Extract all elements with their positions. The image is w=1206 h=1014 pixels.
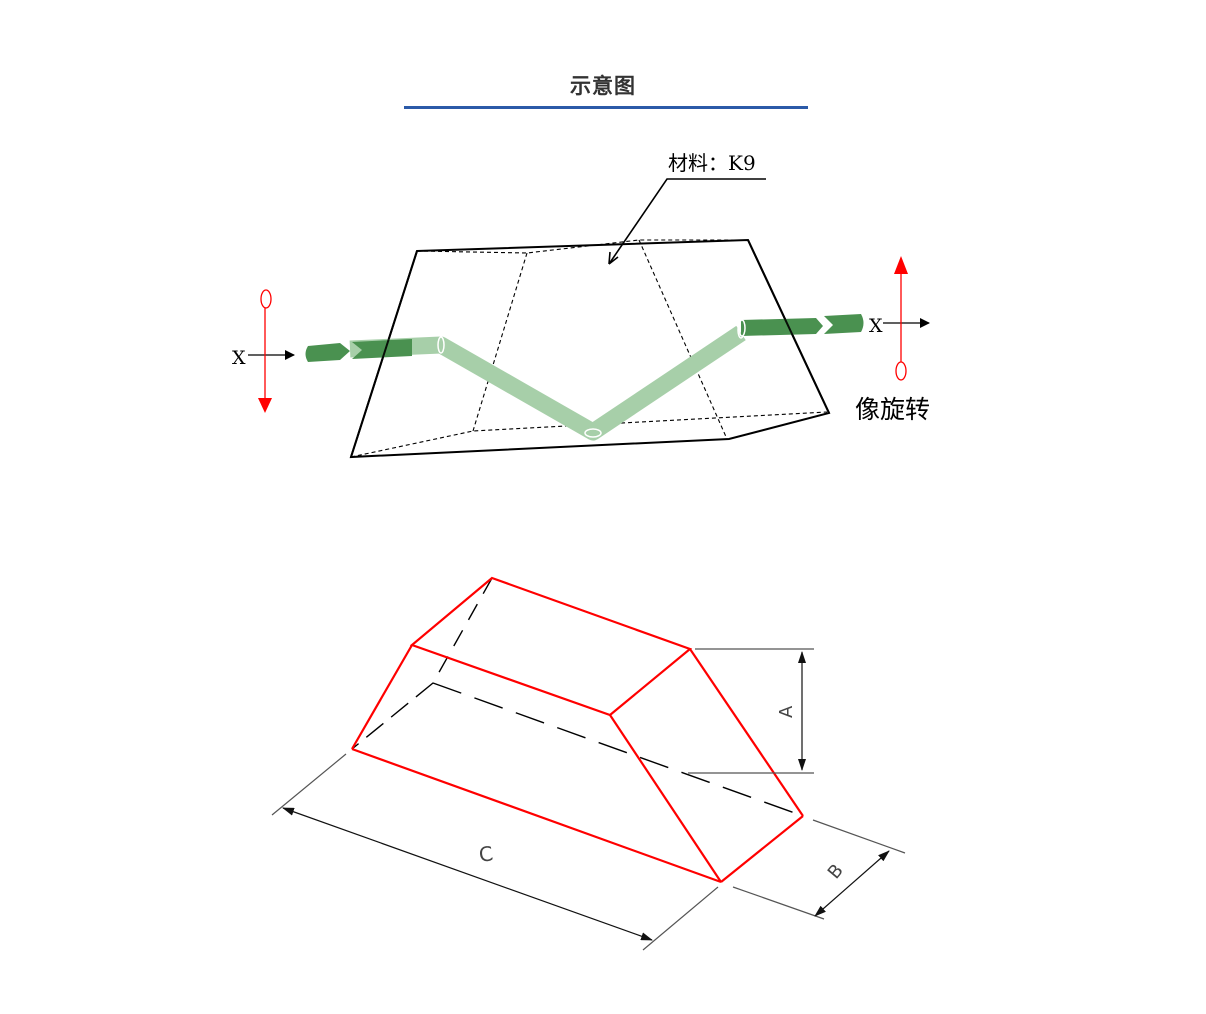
dimension-b-label: B <box>824 860 848 883</box>
beam-aperture-ellipse <box>584 428 602 438</box>
rotation-marker-icon <box>260 289 272 309</box>
output-axis-symbol: X <box>869 256 930 381</box>
prism-hidden-edges <box>350 239 828 458</box>
dimension-c <box>271 753 719 951</box>
output-axis-label: X <box>869 315 883 337</box>
dimension-b <box>732 819 906 920</box>
visible-edges <box>351 576 804 884</box>
beam-aperture-ellipse <box>437 336 445 354</box>
prism-diagram-bottom: A B C <box>271 576 906 951</box>
dimension-a <box>688 648 814 774</box>
prism-diagram-top: 材料：K9 X <box>232 151 930 459</box>
input-axis-label: X <box>232 347 246 369</box>
input-axis-symbol: X <box>232 289 295 413</box>
dimension-a-label: A <box>776 705 797 718</box>
arrow-down-icon <box>258 398 272 413</box>
input-beam-arrows <box>305 339 412 362</box>
arrow-up-icon <box>894 256 908 274</box>
dimension-c-label: C <box>477 841 494 867</box>
material-label: 材料：K9 <box>668 151 756 175</box>
image-rotation-label: 像旋转 <box>855 395 930 424</box>
page-title: 示意图 <box>570 74 636 98</box>
material-leader <box>608 178 766 265</box>
title-underline <box>404 106 808 109</box>
rotation-marker-icon <box>895 361 907 381</box>
output-beam-arrows <box>741 314 864 336</box>
hidden-edges <box>351 577 804 817</box>
